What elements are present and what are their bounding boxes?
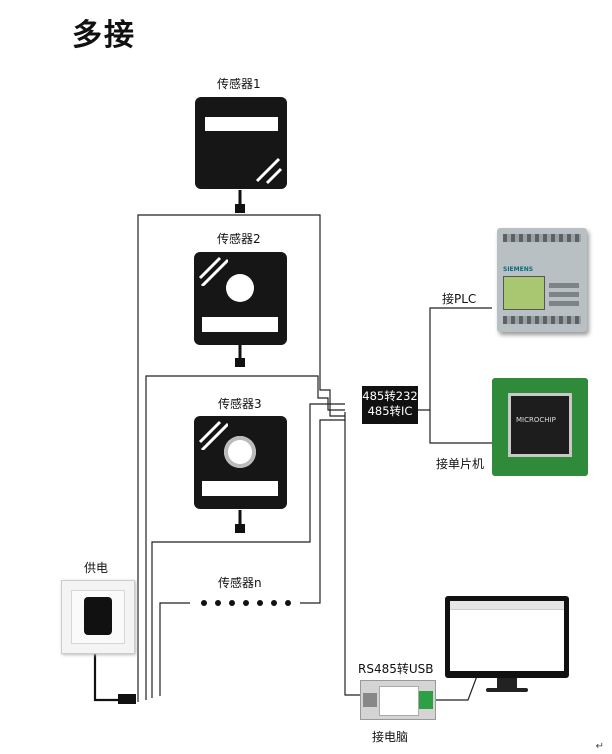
monitor-icon xyxy=(445,596,569,678)
ellipsis-icon xyxy=(201,600,291,606)
plc-brand: SIEMENS xyxy=(503,266,534,273)
bus-wire xyxy=(240,403,345,543)
bus-wire xyxy=(240,375,345,411)
sensor-n-label: 传感器n xyxy=(218,576,262,590)
sensor-probe-icon xyxy=(194,252,287,345)
sensor-display-icon xyxy=(195,97,287,189)
microchip-icon: MICROCHIP xyxy=(492,378,588,476)
monitor-wire xyxy=(435,667,481,701)
usb-label: RS485转USB xyxy=(358,662,434,676)
sensor-3-label: 传感器3 xyxy=(218,397,262,411)
bus-wire xyxy=(145,375,240,700)
monitor-base xyxy=(486,688,528,692)
plc-label: 接PLC xyxy=(442,292,477,306)
usb-wire xyxy=(344,412,360,696)
bus-wire xyxy=(159,602,190,696)
bus-wire xyxy=(300,419,345,604)
converter-box: 485转232 485转IC xyxy=(362,386,418,424)
mcu-label: 接单片机 xyxy=(436,457,485,471)
plc-icon: SIEMENS xyxy=(497,228,587,332)
power-label: 供电 xyxy=(84,561,109,575)
bus-wire xyxy=(137,214,240,702)
converter-wire xyxy=(418,307,492,411)
usb-converter-icon xyxy=(360,680,436,720)
return-mark: ↵ xyxy=(595,741,604,752)
pc-label: 接电脑 xyxy=(372,730,409,744)
bus-wire xyxy=(151,541,240,698)
converter-wire xyxy=(429,410,492,444)
power-connector xyxy=(118,694,136,704)
sensor-1-label: 传感器1 xyxy=(217,77,261,91)
mcu-brand: MICROCHIP xyxy=(516,416,556,424)
converter-line-1: 485转232 xyxy=(362,389,418,403)
power-adapter-icon xyxy=(61,580,135,654)
power-cable xyxy=(93,650,122,702)
bus-wire xyxy=(240,214,345,417)
page-title: 多接 xyxy=(72,18,136,53)
sensor-probe-icon xyxy=(194,416,287,509)
converter-line-2: 485转IC xyxy=(367,404,413,418)
monitor-stand xyxy=(497,678,517,690)
sensor-2-label: 传感器2 xyxy=(217,232,261,246)
